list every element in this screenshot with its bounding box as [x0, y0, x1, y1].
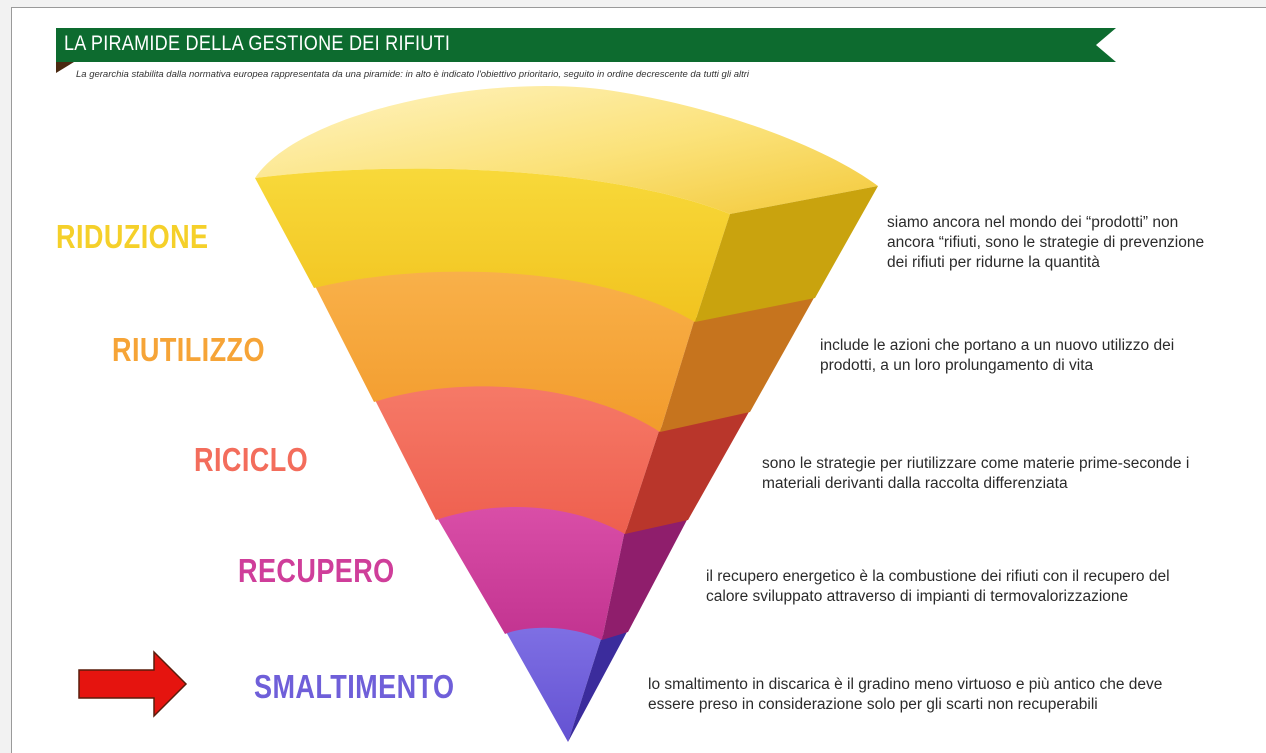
- level-label-smaltimento: SMALTIMENTO: [254, 668, 455, 705]
- level-label-riduzione: RIDUZIONE: [56, 218, 209, 255]
- page-subtitle: La gerarchia stabilita dalla normativa e…: [76, 69, 750, 80]
- level-label-riutilizzo: RIUTILIZZO: [112, 331, 265, 368]
- arrow-right-icon: [78, 650, 188, 718]
- level-description-riduzione: siamo ancora nel mondo dei “prodotti” no…: [887, 213, 1204, 273]
- description-line: include le azioni che portano a un nuovo…: [820, 337, 1175, 354]
- description-line: lo smaltimento in discarica è il gradino…: [648, 676, 1163, 693]
- level-label-recupero: RECUPERO: [238, 552, 395, 589]
- banner-ribbon: [56, 28, 1116, 62]
- level-description-riciclo: sono le strategie per riutilizzare come …: [762, 454, 1189, 494]
- level-description-recupero: il recupero energetico è la combustione …: [706, 567, 1170, 607]
- level-description-riutilizzo: include le azioni che portano a un nuovo…: [820, 336, 1174, 376]
- pyramid-layer-riciclo: [374, 382, 750, 534]
- level-label-riciclo: RICICLO: [194, 441, 309, 478]
- description-line: siamo ancora nel mondo dei “prodotti” no…: [887, 214, 1179, 231]
- level-description-smaltimento: lo smaltimento in discarica è il gradino…: [648, 675, 1162, 715]
- pyramid-layer-smaltimento: [505, 623, 628, 742]
- description-line: prodotti, a un loro prolungamento di vit…: [820, 357, 1094, 374]
- page-title: LA PIRAMIDE DELLA GESTIONE DEI RIFIUTI: [64, 32, 451, 55]
- title-banner: LA PIRAMIDE DELLA GESTIONE DEI RIFIUTI: [56, 28, 1116, 62]
- pyramid-layer-riutilizzo: [314, 267, 815, 432]
- description-line: ancora “rifiuti, sono le strategie di pr…: [887, 234, 1205, 251]
- description-line: il recupero energetico è la combustione …: [706, 568, 1170, 585]
- pyramid-layer-riduzione: [255, 85, 878, 322]
- description-line: calore sviluppato attraverso di impianti…: [706, 588, 1129, 605]
- description-line: sono le strategie per riutilizzare come …: [762, 455, 1190, 472]
- pyramid-layer-recupero: [436, 503, 688, 640]
- banner-fold: [56, 62, 74, 73]
- description-line: essere preso in considerazione solo per …: [648, 696, 1098, 713]
- description-line: dei rifiuti per ridurne la quantità: [887, 254, 1100, 271]
- description-line: materiali derivanti dalla raccolta diffe…: [762, 475, 1068, 492]
